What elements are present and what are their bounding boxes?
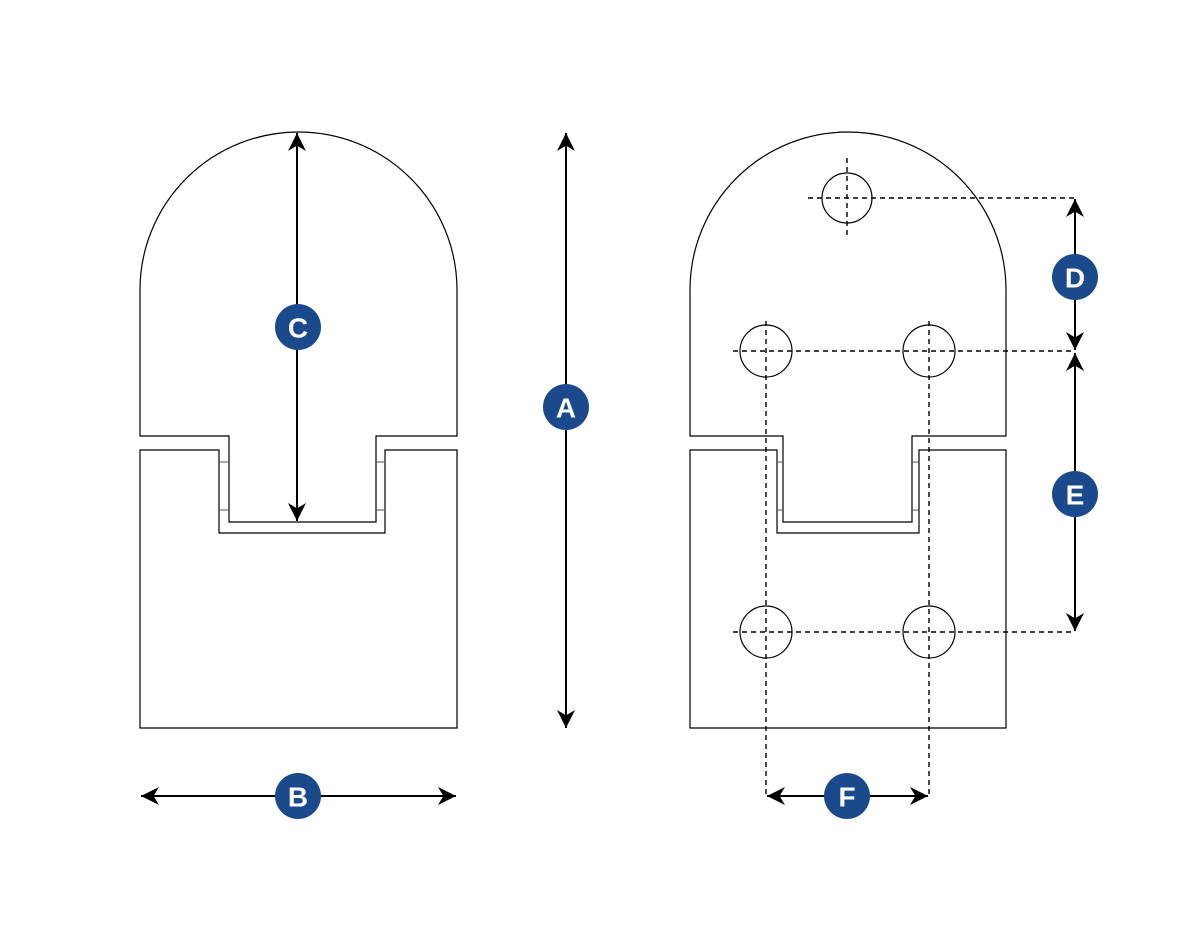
badge-e: E bbox=[1052, 471, 1098, 517]
badge-circle bbox=[824, 773, 870, 819]
svg-text:B: B bbox=[288, 782, 308, 813]
right-part bbox=[689, 131, 1007, 729]
left-notch-ticks bbox=[219, 461, 385, 511]
badge-circle bbox=[275, 304, 321, 350]
svg-text:F: F bbox=[838, 782, 855, 813]
svg-text:A: A bbox=[556, 393, 576, 424]
svg-text:C: C bbox=[288, 313, 308, 344]
badge-circle bbox=[275, 773, 321, 819]
badge-c: C bbox=[275, 304, 321, 350]
badge-b: B bbox=[275, 773, 321, 819]
left-upper-leaf bbox=[139, 131, 458, 523]
right-lower-leaf bbox=[689, 449, 1007, 729]
right-upper-leaf bbox=[689, 131, 1007, 523]
svg-text:D: D bbox=[1065, 263, 1085, 294]
left-lower-leaf bbox=[139, 449, 458, 729]
svg-text:E: E bbox=[1066, 480, 1085, 511]
centerlines bbox=[733, 158, 1075, 796]
badge-circle bbox=[1052, 254, 1098, 300]
badge-circle bbox=[1052, 471, 1098, 517]
badge-a: A bbox=[543, 384, 589, 430]
badge-d: D bbox=[1052, 254, 1098, 300]
badge-f: F bbox=[824, 773, 870, 819]
left-part bbox=[139, 131, 458, 729]
badge-circle bbox=[543, 384, 589, 430]
